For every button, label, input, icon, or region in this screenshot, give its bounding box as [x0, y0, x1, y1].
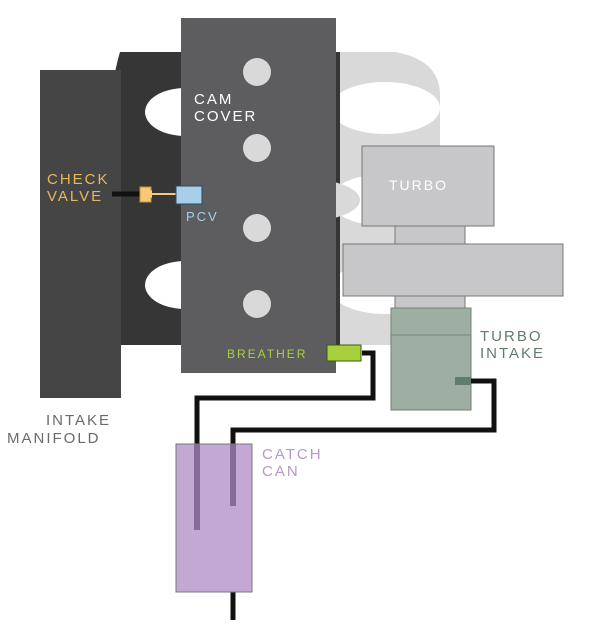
- check-valve-label-line1: CHECK: [47, 171, 110, 188]
- turbo-intake-label-line1: TURBO: [480, 328, 543, 345]
- turbo-shaft-upper: [394, 225, 466, 245]
- check-valve-label-line2: VALVE: [47, 188, 103, 205]
- catch-can-label-line2: CAN: [262, 463, 300, 480]
- breather-filter: [326, 344, 362, 362]
- catch-can-label-line1: CATCH: [262, 446, 323, 463]
- turbo-housing: [361, 145, 495, 227]
- turbo-intake-coupler: [390, 307, 472, 336]
- turbo-intake-nipple: [455, 377, 471, 385]
- pcv-label: PCV: [186, 209, 219, 224]
- catch-can: [175, 443, 253, 593]
- turbo-to-catch-can-hose: [230, 378, 497, 446]
- cam-cover-label-line2: COVER: [194, 108, 257, 125]
- turbo-label: TURBO: [389, 177, 448, 193]
- pcv-valve: [175, 185, 203, 205]
- intake-manifold-label-line2: MANIFOLD: [7, 430, 101, 447]
- breather-label: BREATHER: [227, 347, 307, 361]
- turbo-center-section: [342, 243, 564, 297]
- catch-can-inlet-tube: [194, 444, 200, 530]
- cam-cover-bolt: [243, 214, 271, 242]
- cam-cover-bolt: [243, 58, 271, 86]
- intake-manifold: [40, 70, 121, 398]
- cam-cover-label-line1: CAM: [194, 91, 233, 108]
- cam-cover-bolt: [243, 290, 271, 318]
- cam-cover-bolt: [243, 134, 271, 162]
- intake-manifold-label-line1: INTAKE: [46, 412, 111, 429]
- breather-to-catch-can-hose: [194, 350, 376, 446]
- catch-can-outlet-tube: [230, 444, 236, 506]
- turbo-intake-label-line2: INTAKE: [480, 345, 545, 362]
- check-valve-arrowhead: [145, 190, 152, 198]
